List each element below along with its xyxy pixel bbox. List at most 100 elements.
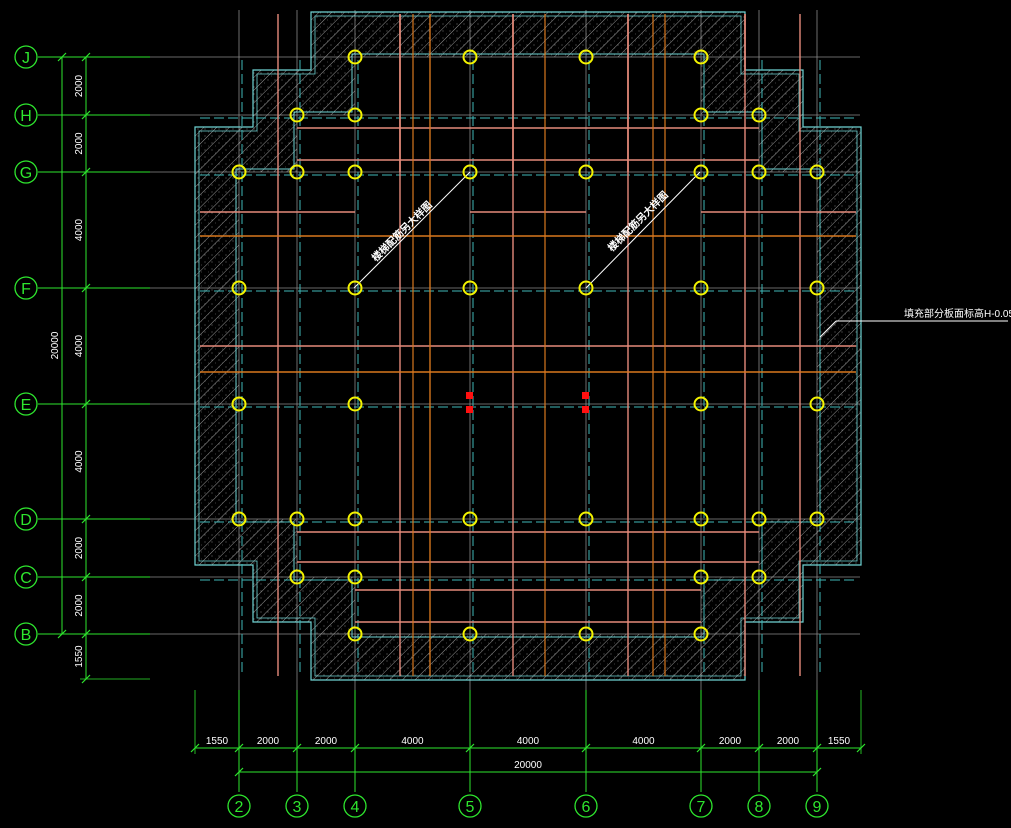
column xyxy=(231,396,247,412)
stair-right-note: 楼梯配筋另大样图 xyxy=(605,188,671,254)
axis-label-row: H xyxy=(20,108,32,125)
dim-text: 4000 xyxy=(74,334,85,357)
column xyxy=(693,49,709,65)
dim-text-total: 20000 xyxy=(514,760,542,771)
stair-left-note: 楼梯配筋另大样图 xyxy=(369,198,435,264)
column xyxy=(751,569,767,585)
red-marker xyxy=(582,392,589,399)
column xyxy=(347,396,363,412)
column xyxy=(693,164,709,180)
axis-label-col: 5 xyxy=(466,799,475,816)
dim-tick xyxy=(234,767,244,777)
column xyxy=(809,164,825,180)
column xyxy=(578,280,594,296)
column xyxy=(693,511,709,527)
column xyxy=(289,511,305,527)
axis-label-row: E xyxy=(21,397,32,414)
column xyxy=(693,626,709,642)
dim-tick xyxy=(57,52,67,62)
column xyxy=(578,164,594,180)
column xyxy=(809,511,825,527)
dim-text: 2000 xyxy=(74,594,85,617)
axis-bubble-row xyxy=(14,45,38,69)
column xyxy=(693,107,709,123)
dim-text-total: 20000 xyxy=(50,331,61,359)
dim-text: 4000 xyxy=(401,736,424,747)
axis-bubble-col xyxy=(227,794,251,818)
dim-text: 2000 xyxy=(315,736,338,747)
column xyxy=(809,280,825,296)
axis-bubble-row xyxy=(14,392,38,416)
axis-label-col: 7 xyxy=(697,799,706,816)
column xyxy=(289,569,305,585)
axis-bubble-col xyxy=(285,794,309,818)
axis-label-row: C xyxy=(20,570,32,587)
dim-text: 2000 xyxy=(719,736,742,747)
red-marker xyxy=(466,392,473,399)
axis-label-row: J xyxy=(22,50,30,67)
axis-bubble-col xyxy=(689,794,713,818)
column xyxy=(693,396,709,412)
stair-openings: 楼梯配筋另大样图 楼梯配筋另大样图 xyxy=(353,171,701,289)
column xyxy=(289,164,305,180)
column xyxy=(578,49,594,65)
column xyxy=(751,164,767,180)
column xyxy=(231,164,247,180)
axis-bubble-row xyxy=(14,565,38,589)
stair-right-leader xyxy=(585,171,701,289)
dim-text: 2000 xyxy=(777,736,800,747)
elevation-note-text: 填充部分板面标高H-0.050 xyxy=(904,307,1011,320)
axis-label-row: F xyxy=(21,281,31,298)
axis-bubble-row xyxy=(14,103,38,127)
axis-bubble-col xyxy=(458,794,482,818)
dim-text: 2000 xyxy=(74,132,85,155)
axis-bubble-row xyxy=(14,160,38,184)
column xyxy=(231,280,247,296)
columns xyxy=(231,49,825,642)
axis-bubble-col xyxy=(343,794,367,818)
axis-label-col: 3 xyxy=(293,799,302,816)
red-marker xyxy=(582,406,589,413)
axis-label-col: 2 xyxy=(235,799,244,816)
axis-bubble-row xyxy=(14,622,38,646)
column xyxy=(578,511,594,527)
axis-label-row: D xyxy=(20,512,32,529)
column xyxy=(462,511,478,527)
column xyxy=(347,49,363,65)
column xyxy=(693,569,709,585)
axis-label-row: B xyxy=(21,627,32,644)
axis-bubble-col xyxy=(805,794,829,818)
dim-text: 1550 xyxy=(828,736,851,747)
column xyxy=(462,164,478,180)
dim-text: 2000 xyxy=(74,536,85,559)
axis-label-col: 6 xyxy=(582,799,591,816)
column xyxy=(693,280,709,296)
column xyxy=(347,107,363,123)
column xyxy=(751,107,767,123)
column xyxy=(231,511,247,527)
column xyxy=(462,49,478,65)
axis-bubble-row xyxy=(14,507,38,531)
column xyxy=(347,511,363,527)
axis-label-row: G xyxy=(20,165,32,182)
axis-label-col: 8 xyxy=(755,799,764,816)
dim-text: 2000 xyxy=(74,74,85,97)
dim-text: 2000 xyxy=(257,736,280,747)
column xyxy=(347,626,363,642)
column xyxy=(347,280,363,296)
axis-bubble-row xyxy=(14,276,38,300)
dim-text: 4000 xyxy=(74,218,85,241)
red-marker xyxy=(466,406,473,413)
dim-text: 1550 xyxy=(74,645,85,668)
dim-text: 1550 xyxy=(206,736,229,747)
elevation-note: 填充部分板面标高H-0.050 xyxy=(819,307,1011,338)
axis-bubble-col xyxy=(574,794,598,818)
column xyxy=(462,280,478,296)
dim-text: 4000 xyxy=(74,450,85,473)
axis-label-col: 4 xyxy=(351,799,360,816)
dim-tick xyxy=(812,767,822,777)
column xyxy=(462,626,478,642)
column xyxy=(578,626,594,642)
